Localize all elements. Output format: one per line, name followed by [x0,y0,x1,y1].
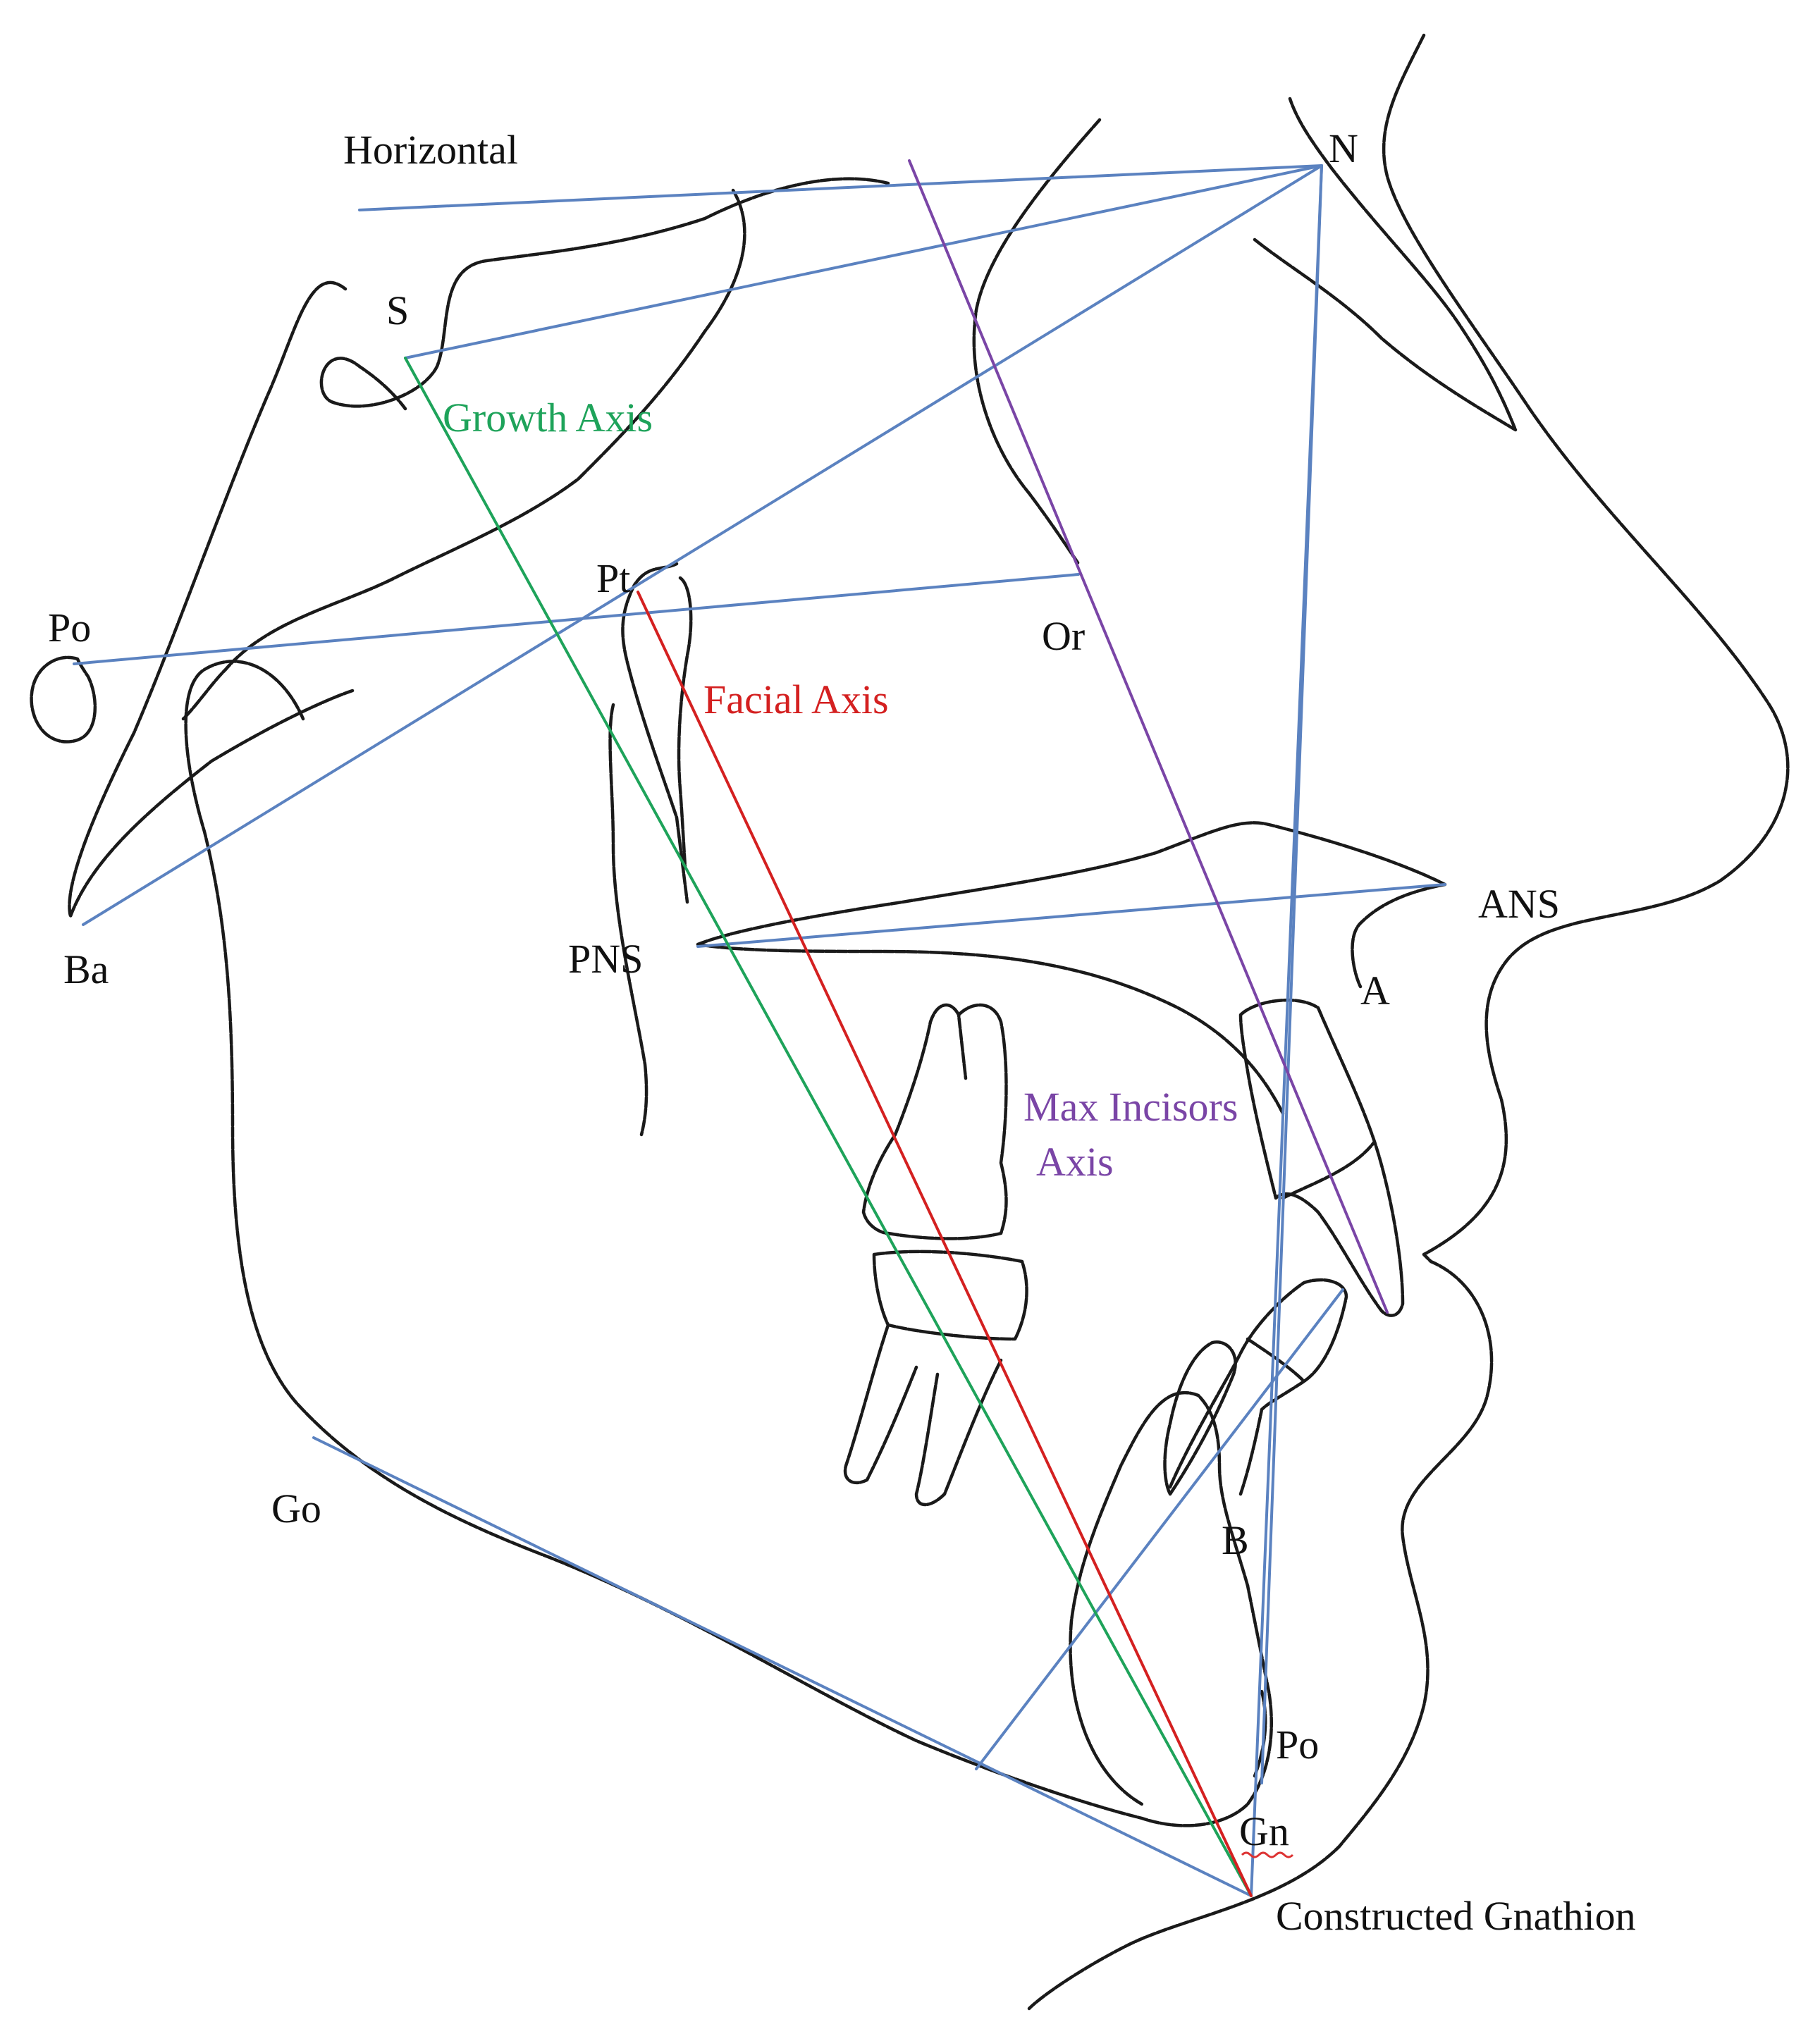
label-pns: PNS [568,936,643,982]
label-b: B [1222,1517,1249,1563]
max-incisors-axis-line [908,159,1389,1314]
label-constructed-gnathion: Constructed Gnathion [1276,1893,1636,1939]
label-max-incisors-axis: Axis [1036,1139,1114,1185]
mandibular-plane [312,1436,1253,1897]
porion-ear [30,655,97,744]
horizontal-line [358,164,1323,211]
upper-molar [861,1003,1008,1240]
axes [404,159,1389,1897]
label-ans: ANS [1478,881,1560,927]
label-po-left: Po [48,605,91,650]
label-a: A [1360,968,1390,1013]
facial-axis-line [637,591,1253,1897]
label-n: N [1329,125,1358,171]
ramus-posterior [608,703,648,1137]
label-or: Or [1042,613,1085,659]
sella-turcica [181,188,746,721]
landmark-labels: Horizontal N S Pt Po Or Ba PNS ANS A Go … [48,125,1636,1939]
nasal-bone [1253,97,1518,432]
n-constructed-gnathion [1250,164,1323,1897]
label-gn: Gn [1239,1808,1289,1854]
spellcheck-underline [1241,1851,1294,1858]
lower-incisor [1168,1278,1348,1496]
lower-canine [1163,1340,1237,1496]
frankfort-horizontal [73,573,1080,665]
label-s: S [386,288,409,333]
lower-incisor-axis [975,1288,1344,1770]
label-po-chin: Po [1276,1722,1319,1768]
mandible-outline [184,660,1273,1827]
palate [696,821,1447,1116]
axis-labels: Growth Axis Facial Axis Max Incisors Axi… [443,395,1238,1185]
sella-nasion-line [404,164,1323,359]
occipital-contour [68,280,355,918]
reference-lines [73,164,1446,1897]
anatomical-tracing [30,33,1790,2011]
label-facial-axis: Facial Axis [703,677,889,722]
orbit [972,118,1102,566]
palatal-plane [696,883,1446,948]
soft-tissue-profile [1027,33,1790,2011]
growth-axis-line [404,357,1253,1897]
label-ba: Ba [63,946,109,992]
label-horizontal: Horizontal [343,127,518,173]
label-max-incisors: Max Incisors [1023,1084,1238,1130]
label-pt: Pt [596,555,630,601]
basion-nasion-line [82,164,1323,926]
lower-molar [843,1250,1028,1507]
label-growth-axis: Growth Axis [443,395,653,440]
cranial-base-anterior [319,177,890,411]
label-go: Go [271,1486,321,1531]
